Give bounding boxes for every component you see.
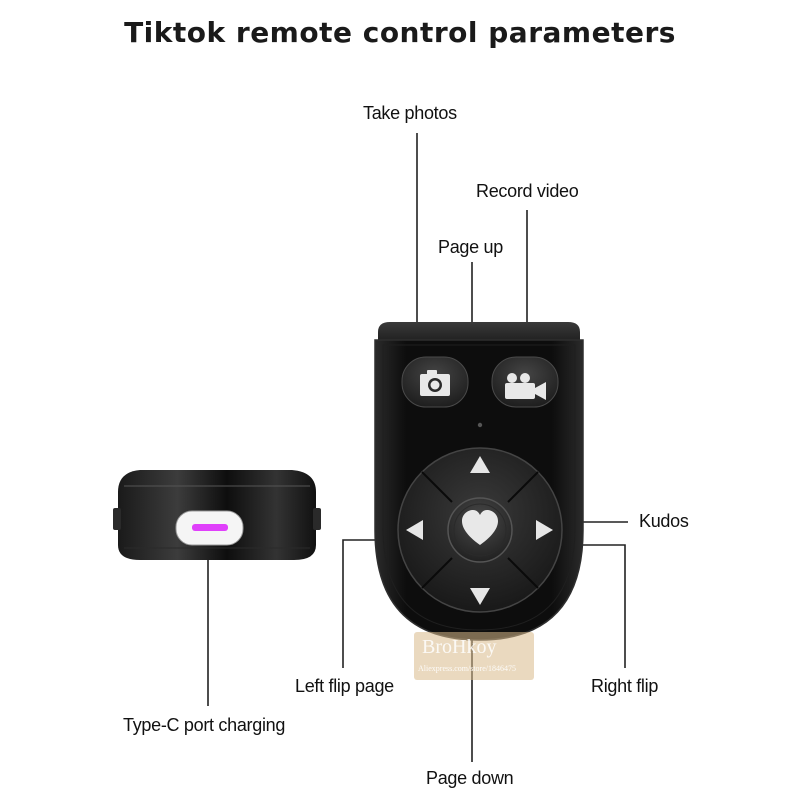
arrow-left-icon — [406, 520, 423, 540]
heart-icon — [462, 510, 498, 545]
kudos-button[interactable] — [447, 497, 513, 563]
left-flip-button[interactable] — [406, 520, 423, 540]
dpad — [397, 447, 563, 613]
page-down-button[interactable] — [470, 588, 490, 605]
arrow-up-icon — [470, 456, 490, 473]
arrow-down-icon — [470, 588, 490, 605]
record-video-button[interactable] — [491, 356, 559, 408]
label-page-down: Page down — [426, 768, 514, 788]
usb-c-port-icon — [175, 510, 244, 546]
video-camera-icon — [505, 373, 546, 400]
take-photo-button[interactable] — [401, 356, 469, 408]
remote-device — [374, 322, 584, 641]
right-flip-button[interactable] — [536, 520, 553, 540]
watermark — [414, 632, 534, 680]
watermark-store: Aliexpress.com/store/1846475 — [418, 664, 516, 673]
page-title: Tiktok remote control parameters — [124, 16, 676, 49]
page-up-button[interactable] — [470, 456, 490, 473]
type-c-side-view — [113, 470, 321, 560]
label-page-up: Page up — [438, 237, 503, 257]
label-record-video: Record video — [476, 181, 579, 201]
arrow-right-icon — [536, 520, 553, 540]
label-take-photos: Take photos — [363, 103, 457, 123]
label-kudos: Kudos — [639, 511, 689, 531]
indicator-dot — [477, 422, 483, 428]
label-right-flip: Right flip — [591, 676, 659, 696]
camera-icon — [420, 370, 450, 396]
label-left-flip-page: Left flip page — [295, 676, 394, 696]
label-type-c: Type-C port charging — [123, 715, 286, 735]
watermark-brand: BroHkoy — [422, 636, 497, 658]
